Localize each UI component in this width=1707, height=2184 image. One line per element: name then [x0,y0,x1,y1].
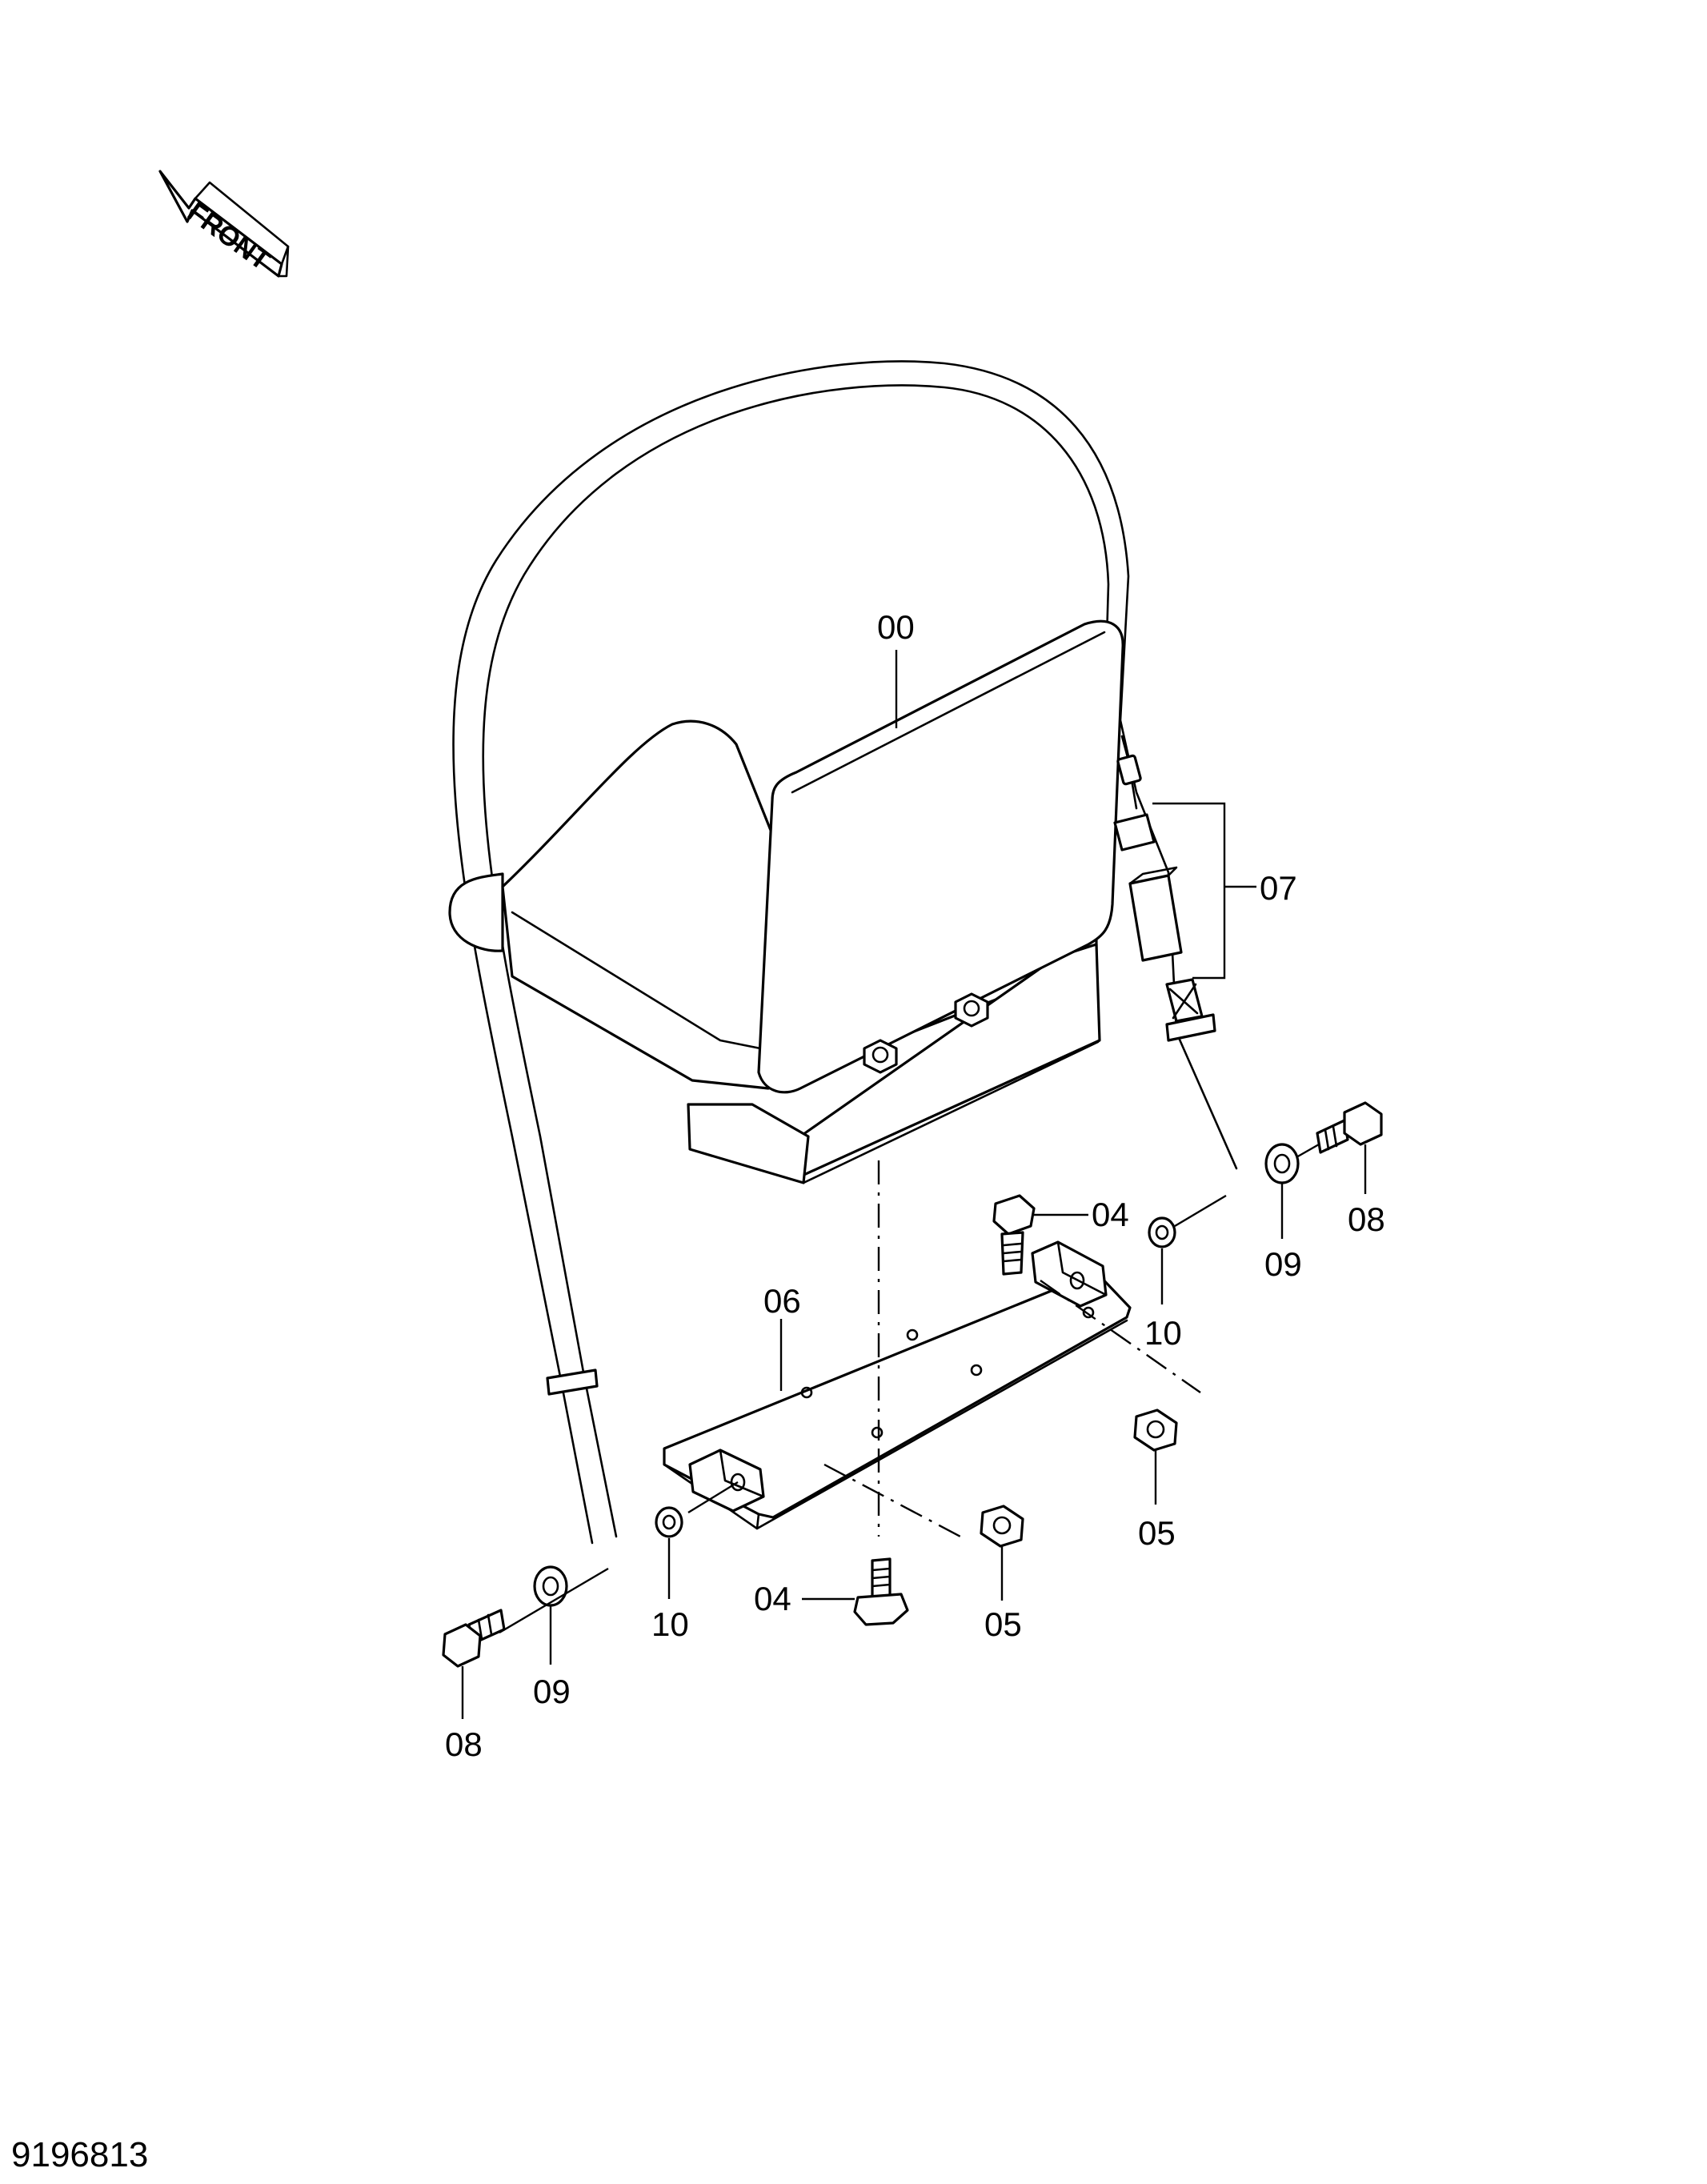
callout-washer-left: 09 [533,1673,571,1710]
front-label: FRONT [182,197,275,277]
operator-seat [448,619,1124,1184]
spacer-right [1148,1216,1176,1248]
bolt-upper [992,1194,1036,1276]
belt-bolt-left [442,1609,506,1668]
callout-seat: 00 [877,608,915,646]
callout-spacer-left: 10 [651,1605,689,1643]
belt-bolt-right [1316,1101,1383,1154]
seat-nut-front [863,1039,898,1074]
callout-spacer-right: 10 [1144,1314,1182,1352]
axis-left [499,1481,739,1634]
drawing-number: 9196813 [11,2135,149,2174]
seat-base-plate [663,1160,1201,1538]
leader-connector [1152,802,1256,980]
callout-bolt-upper: 04 [1092,1196,1129,1233]
nut-right [1133,1409,1178,1452]
callout-nut-right: 05 [1138,1514,1176,1552]
nut-center [980,1505,1024,1548]
seat-nut-rear [954,992,989,1028]
callout-switch-connector: 07 [1260,869,1297,907]
axis-right [1174,1143,1320,1228]
callout-bolt-lower: 04 [754,1580,791,1617]
callout-belt-bolt-left: 08 [445,1725,483,1763]
callout-nut-center: 05 [984,1605,1022,1643]
washer-left [533,1565,568,1607]
front-arrow-icon: FRONT [158,170,290,278]
bolt-lower [853,1557,909,1626]
callout-washer-right: 09 [1264,1245,1302,1283]
washer-right [1264,1143,1300,1184]
seat-switch-connector [1113,735,1204,1023]
spacer-left [655,1506,683,1538]
callout-belt-bolt-right: 08 [1348,1200,1385,1238]
callout-base-plate: 06 [763,1282,801,1320]
